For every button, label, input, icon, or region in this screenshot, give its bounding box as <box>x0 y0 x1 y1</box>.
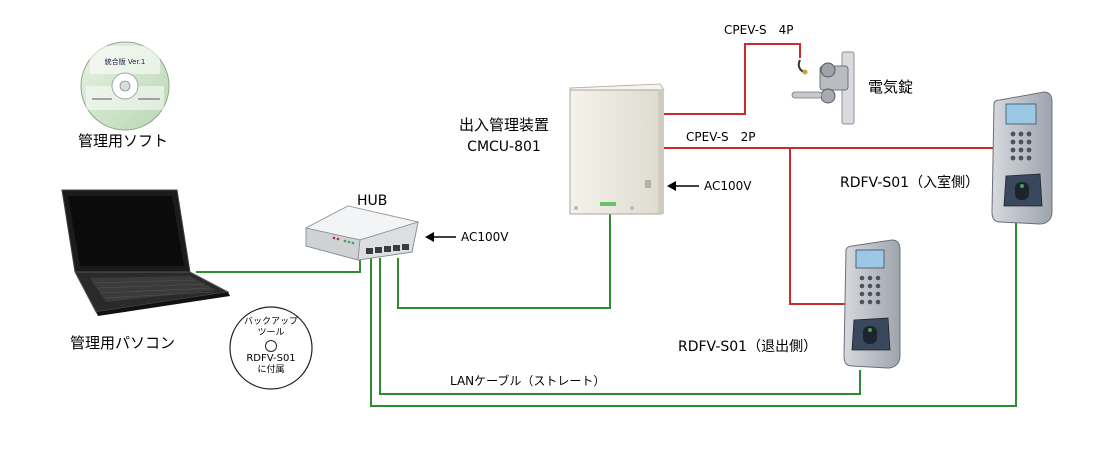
reader-exit <box>843 239 901 369</box>
lan-cable-hub-controller <box>397 214 611 309</box>
lan-cable-hub-entry-reader <box>370 222 1017 407</box>
backup-disc-line3: RDFV-S01 <box>246 353 296 364</box>
lan-cable-hub-exit-reader <box>379 258 861 395</box>
cable-4p-label: CPEV-S 4P <box>724 23 794 37</box>
signal-cable-2p-exit <box>789 148 846 305</box>
ac-hub-label: AC100V <box>461 230 509 244</box>
access-controller <box>569 83 665 215</box>
electric-lock <box>791 51 855 125</box>
lan-cable-pc-hub <box>196 258 361 273</box>
pc-label: 管理用パソコン <box>70 334 176 352</box>
hub-label: HUB <box>357 193 388 209</box>
software-label: 管理用ソフト <box>78 132 169 150</box>
laptop-pc <box>61 189 230 316</box>
network-hub <box>304 205 420 261</box>
controller-name-label: 出入管理装置 <box>458 116 549 134</box>
ac-controller-label: AC100V <box>704 179 752 193</box>
arrow-ac-hub <box>425 232 456 242</box>
electric-lock-label: 電気錠 <box>868 78 914 96</box>
reader-entry <box>991 91 1053 225</box>
reader-exit-label: RDFV-S01（退出側） <box>678 339 818 355</box>
cable-2p-label: CPEV-S 2P <box>686 130 756 144</box>
signal-cable-4p <box>662 43 801 115</box>
lan-cable-label: LANケーブル（ストレート） <box>450 374 606 388</box>
backup-disc <box>229 306 313 390</box>
reader-entry-label: RDFV-S01（入室側） <box>840 175 980 191</box>
backup-disc-line4: に付属 <box>257 365 285 375</box>
software-disc: 統合版 Ver.1 <box>80 41 170 131</box>
arrow-ac-controller <box>667 181 699 191</box>
controller-model-label: CMCU-801 <box>467 139 541 155</box>
backup-disc-line2: ツール <box>257 328 285 338</box>
software-disc-title: 統合版 Ver.1 <box>105 57 146 66</box>
backup-disc-line1: バックアップ <box>243 317 298 327</box>
cable-lines <box>196 43 1017 407</box>
